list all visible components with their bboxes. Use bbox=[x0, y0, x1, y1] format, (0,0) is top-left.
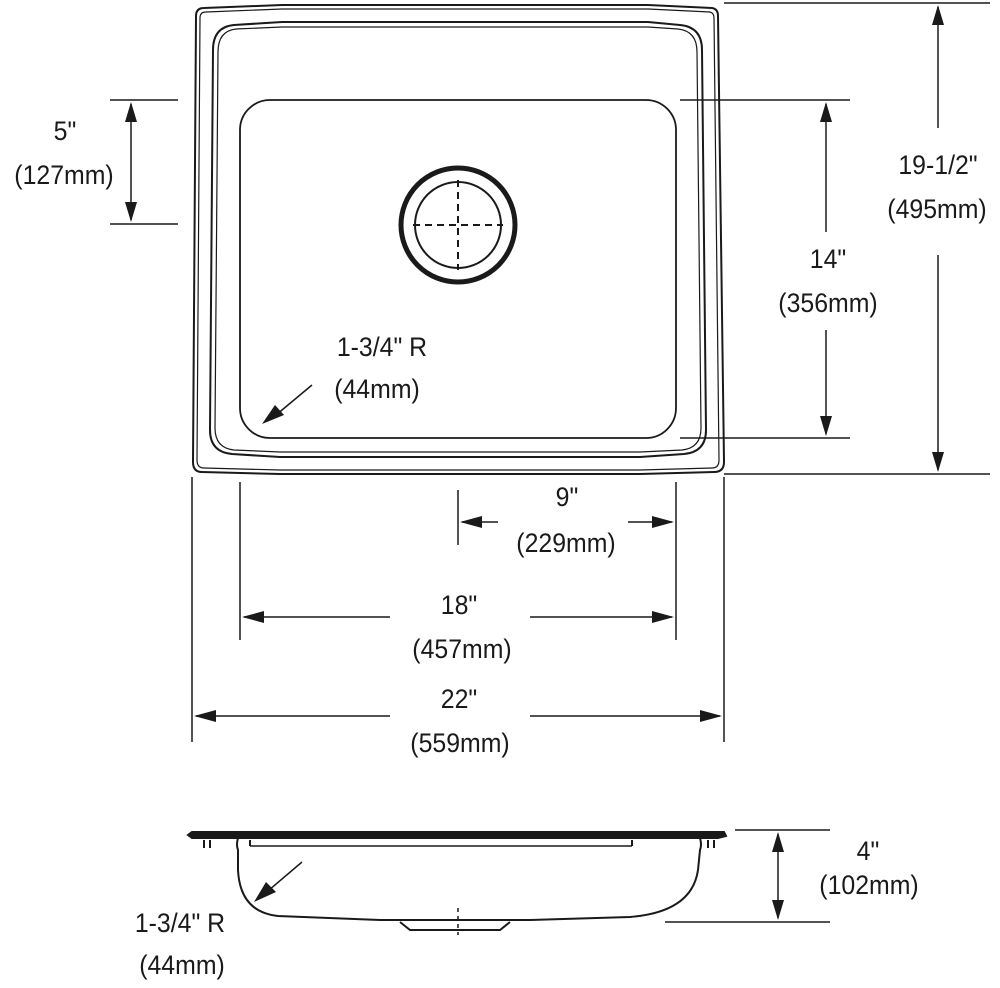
dim-9in-imperial: 9" bbox=[555, 482, 579, 512]
dim-14in-imperial: 14" bbox=[809, 244, 847, 274]
sink-side-view bbox=[186, 831, 728, 935]
dim-4in-metric: (102mm) bbox=[819, 870, 919, 900]
dim-5in-metric: (127mm) bbox=[14, 160, 114, 190]
dim-19-5in-metric: (495mm) bbox=[887, 194, 987, 224]
dim-radius-side-metric: (44mm) bbox=[139, 950, 225, 980]
dim-radius-side-imperial: 1-3/4" R bbox=[134, 908, 226, 938]
dim-radius-top-imperial: 1-3/4" R bbox=[336, 332, 428, 362]
dim-22in-imperial: 22" bbox=[440, 684, 478, 714]
dim-19-5in-imperial: 19-1/2" bbox=[898, 150, 978, 180]
dimension-lines bbox=[110, 2, 990, 923]
dim-5in-imperial: 5" bbox=[53, 116, 77, 146]
dim-14in-metric: (356mm) bbox=[778, 288, 878, 318]
dim-18in-metric: (457mm) bbox=[412, 634, 512, 664]
dim-radius-top-metric: (44mm) bbox=[334, 374, 420, 404]
dim-22in-metric: (559mm) bbox=[410, 728, 510, 758]
dim-18in-imperial: 18" bbox=[440, 590, 478, 620]
dim-9in-metric: (229mm) bbox=[516, 528, 616, 558]
sink-top-view bbox=[191, 4, 726, 475]
dim-4in-imperial: 4" bbox=[856, 836, 880, 866]
arrowheads bbox=[125, 5, 944, 920]
